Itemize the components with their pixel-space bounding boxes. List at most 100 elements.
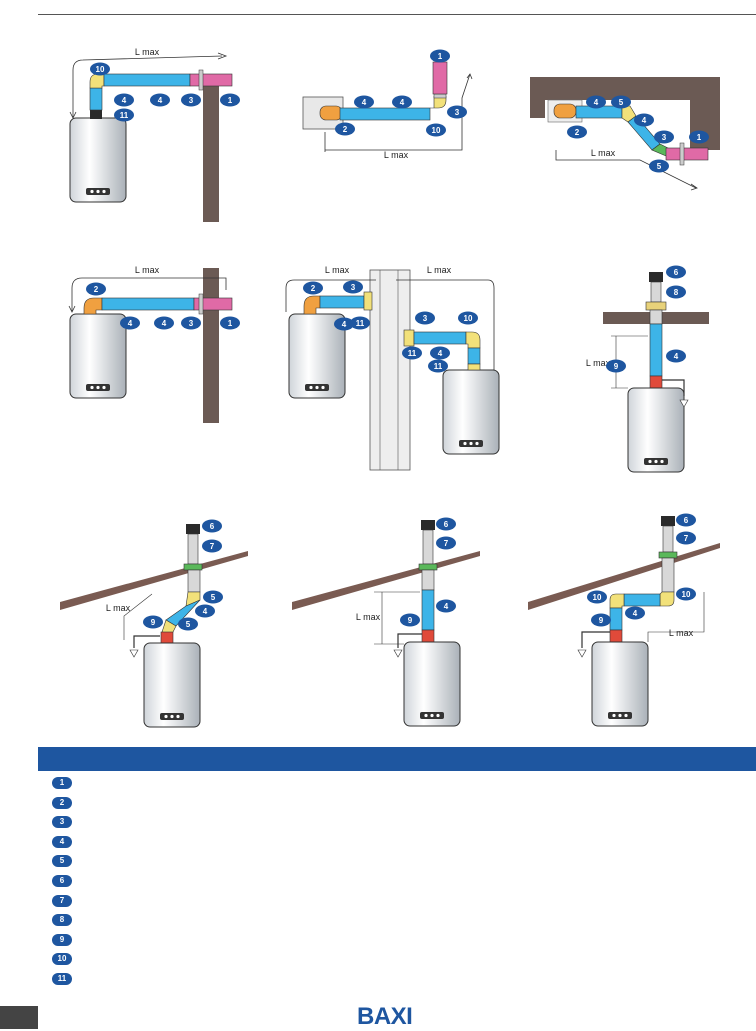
number-badge: 4 [436, 599, 456, 613]
number-badge-label: 4 [438, 349, 443, 358]
number-badge-label: 11 [408, 349, 417, 358]
number-badge: 11 [114, 108, 134, 122]
number-badge-label: 1 [697, 133, 702, 142]
number-badge: 9 [143, 615, 163, 629]
l-max-label: L max [591, 148, 616, 158]
number-badge: 9 [606, 359, 626, 373]
number-badge-label: 5 [657, 162, 662, 171]
number-badge: 5 [203, 590, 223, 604]
number-badge: 11 [402, 346, 422, 360]
number-badge-label: 10 [682, 590, 691, 599]
number-badge-label: 4 [203, 607, 208, 616]
diagram-c32-pitched-roof-bends [528, 516, 720, 727]
number-badge-label: 11 [434, 362, 443, 371]
number-badge-label: 2 [94, 285, 99, 294]
number-badge: 6 [436, 517, 456, 531]
number-badge-label: 4 [633, 609, 638, 618]
number-badge: 1 [220, 93, 240, 107]
number-badge: 2 [86, 282, 106, 296]
number-badge-label: 2 [575, 128, 580, 137]
number-badge-label: 3 [189, 319, 194, 328]
number-badge: 4 [150, 93, 170, 107]
number-badge-label: 4 [162, 319, 167, 328]
diagram-c32-pitched-roof-vertical [292, 520, 480, 727]
number-badge-label: 9 [614, 362, 619, 371]
number-badge-label: 11 [120, 111, 129, 120]
number-badge-label: 5 [619, 98, 624, 107]
legend-number-badge: 7 [52, 894, 72, 907]
number-badge: 2 [567, 125, 587, 139]
number-badge: 7 [202, 539, 222, 553]
number-badge-label: 4 [362, 98, 367, 107]
page-footer-tab [0, 1006, 38, 1029]
number-badge: 4 [634, 113, 654, 127]
number-badge-label: 7 [684, 534, 689, 543]
diagram-c32-ceiling-angled [530, 77, 720, 191]
number-badge: 3 [343, 280, 363, 294]
number-badge-label: 3 [423, 314, 428, 323]
number-badge: 11 [350, 316, 370, 330]
number-badge-label: 3 [189, 96, 194, 105]
legend-number-badge: 5 [52, 855, 72, 868]
number-badge-label: 4 [400, 98, 405, 107]
diagram-c32-ceiling [302, 61, 473, 152]
l-max-label: L max [356, 612, 381, 622]
number-badge-label: 3 [455, 108, 460, 117]
number-badge: 5 [649, 159, 669, 173]
number-badge-label: 1 [438, 52, 443, 61]
number-badge-label: 11 [356, 319, 365, 328]
diagram-c12-horizontal-wall [69, 52, 233, 222]
number-badge-label: 5 [186, 620, 191, 629]
l-max-label: L max [325, 265, 350, 275]
l-max-label: L max [427, 265, 452, 275]
number-badge: 5 [178, 617, 198, 631]
number-badge: 4 [154, 316, 174, 330]
legend-number-badge: 1 [52, 777, 72, 789]
number-badge-label: 6 [210, 522, 215, 531]
number-badge-label: 1 [228, 319, 233, 328]
number-badge-label: 6 [674, 268, 679, 277]
number-badge: 5 [611, 95, 631, 109]
number-badge: 1 [220, 316, 240, 330]
number-badge: 10 [426, 123, 446, 137]
l-max-label: L max [135, 47, 160, 57]
number-badge-label: 9 [151, 618, 156, 627]
l-max-label: L max [586, 358, 611, 368]
number-badge: 10 [458, 311, 478, 325]
l-max-label: L max [669, 628, 694, 638]
diagram-c32-pitched-roof-offset [60, 524, 248, 728]
number-badge: 4 [334, 317, 354, 331]
l-max-label: L max [106, 603, 131, 613]
number-badge-label: 4 [128, 319, 133, 328]
number-badge: 8 [666, 285, 686, 299]
number-badge: 4 [354, 95, 374, 109]
number-badge: 3 [654, 130, 674, 144]
number-badge: 1 [689, 130, 709, 144]
number-badge: 4 [625, 606, 645, 620]
number-badge-label: 7 [444, 539, 449, 548]
dimension-labels: L max L max L max L max L max L max L max L max… [106, 47, 694, 638]
legend-number-badge: 3 [52, 816, 72, 829]
number-badge: 9 [400, 613, 420, 627]
l-max-label: L max [384, 150, 409, 160]
number-badge-label: 6 [444, 520, 449, 529]
number-badge: 6 [202, 519, 222, 533]
number-badge: 2 [303, 281, 323, 295]
number-badge: 2 [335, 122, 355, 136]
number-badge: 11 [428, 359, 448, 373]
flue-installation-diagrams: L max L max L max L max L max L max L max L max… [60, 47, 720, 728]
number-badge: 3 [181, 316, 201, 330]
number-badge: 10 [587, 590, 607, 604]
number-badge-label: 10 [464, 314, 473, 323]
number-badge-label: 3 [351, 283, 356, 292]
number-badge-label: 4 [642, 116, 647, 125]
number-badge-label: 2 [343, 125, 348, 134]
top-rule [38, 14, 756, 15]
legend-number-badge: 4 [52, 835, 72, 848]
number-badge-label: 9 [408, 616, 413, 625]
number-badge-label: 1 [228, 96, 233, 105]
number-badge: 4 [666, 349, 686, 363]
number-badge: 3 [181, 93, 201, 107]
legend-number-badge: 2 [52, 796, 72, 809]
